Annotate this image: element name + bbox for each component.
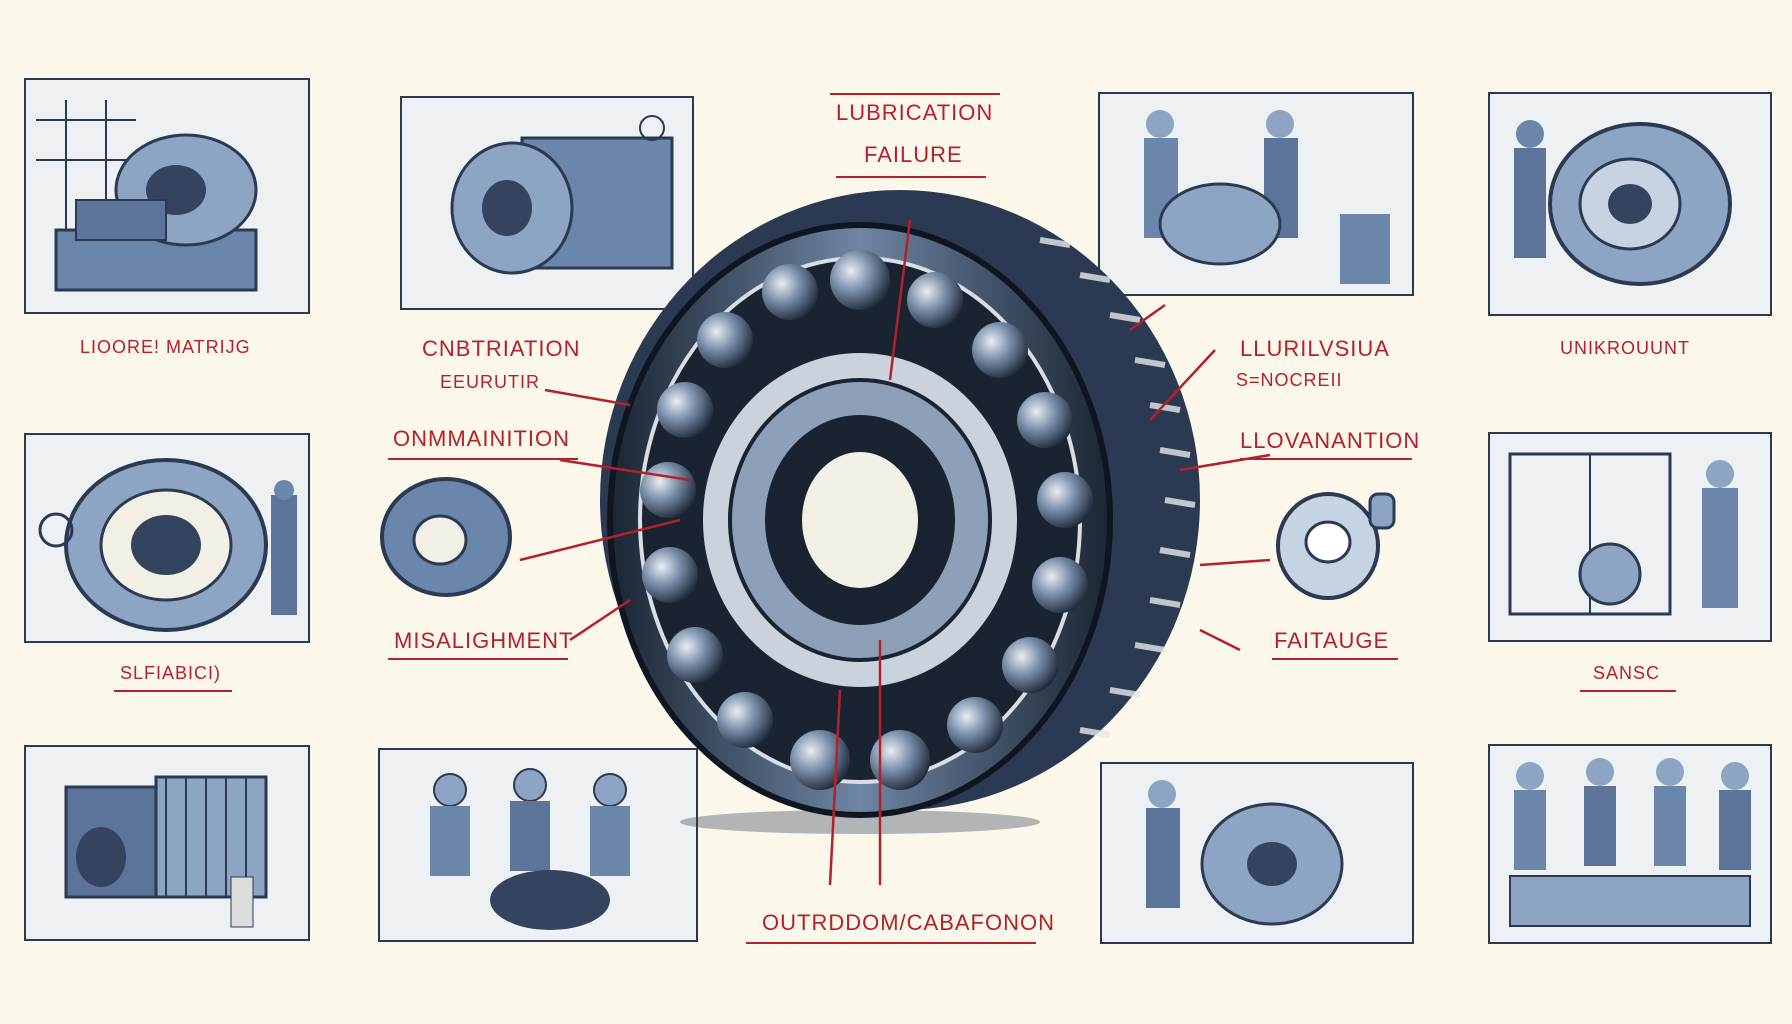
label-underline-right-mid-2: [1240, 458, 1412, 460]
team-illustration: [1490, 746, 1770, 942]
label-left-mid-1: CNBTRIATION: [422, 336, 581, 361]
panel-workshop-top-right: [1098, 92, 1414, 296]
label-right-mid-1: LLURILVSIUA: [1240, 336, 1390, 361]
panel-bearing-mid-left: [24, 433, 310, 643]
mechanism-illustration: [402, 98, 692, 308]
outer-ring-ribs: [1039, 237, 1196, 738]
damaged-bearing-part-illustration: [380, 477, 512, 597]
label-underline-fatigue: [1272, 658, 1398, 660]
collar-part-illustration: [1276, 492, 1396, 600]
panel-gears-bottom-left: [24, 745, 310, 941]
label-right-mid-2: LLOVANANTION: [1240, 428, 1421, 453]
mechanics-illustration: [1102, 764, 1412, 942]
label-underline-failure: [836, 176, 986, 178]
panel-bearing-top-far-right: [1488, 92, 1772, 316]
label-underline-left-mid-2: [388, 458, 578, 460]
machine-illustration: [26, 80, 308, 312]
label-left-mid-1-sub: EEURUTIR: [440, 372, 541, 392]
gear-assembly-illustration: [26, 747, 308, 939]
panel-team-bottom-far-right: [1488, 744, 1772, 944]
panel-mechanism-top: [400, 96, 694, 310]
label-underline-left-bottom-2: [114, 690, 232, 692]
label-lubrication: LUBRICATION: [836, 100, 994, 125]
label-underline-right-bottom-2: [1580, 690, 1676, 692]
lab-illustration: [1490, 434, 1770, 640]
ball-set: [640, 250, 1093, 790]
panel-workers-bottom: [378, 748, 698, 942]
panel-machine-top-left: [24, 78, 310, 314]
leader-lines: [519, 219, 1271, 886]
label-right-mid-1-sub: S=NOCREII: [1236, 370, 1343, 390]
label-left-mid-2: ONMMAINITION: [393, 426, 570, 451]
label-left-bottom-2: SLFIABICI): [120, 663, 222, 683]
panel-mechanics-bottom-right: [1100, 762, 1414, 944]
panel-lab-mid-right: [1488, 432, 1772, 642]
label-failure: FAILURE: [864, 142, 963, 167]
label-underline-top: [830, 93, 1000, 95]
bearing-cross-section-illustration: [26, 435, 308, 641]
label-fatigue: FAITAUGE: [1274, 628, 1390, 653]
label-underline-misalignment: [388, 658, 568, 660]
label-bottom: OUTRDDOM/CABAFONON: [762, 910, 1055, 935]
label-underline-bottom: [746, 942, 1036, 944]
label-right-bottom-2: SANSC: [1593, 663, 1661, 683]
bearing-closeup-illustration: [1490, 94, 1770, 314]
label-misalignment: MISALIGHMENT: [394, 628, 574, 653]
workers-illustration: [380, 750, 696, 940]
workshop-illustration: [1100, 94, 1412, 294]
label-right-top: UNIKROUUNT: [1560, 338, 1690, 358]
label-left-top: LIOORE! MATRIJG: [80, 337, 251, 357]
